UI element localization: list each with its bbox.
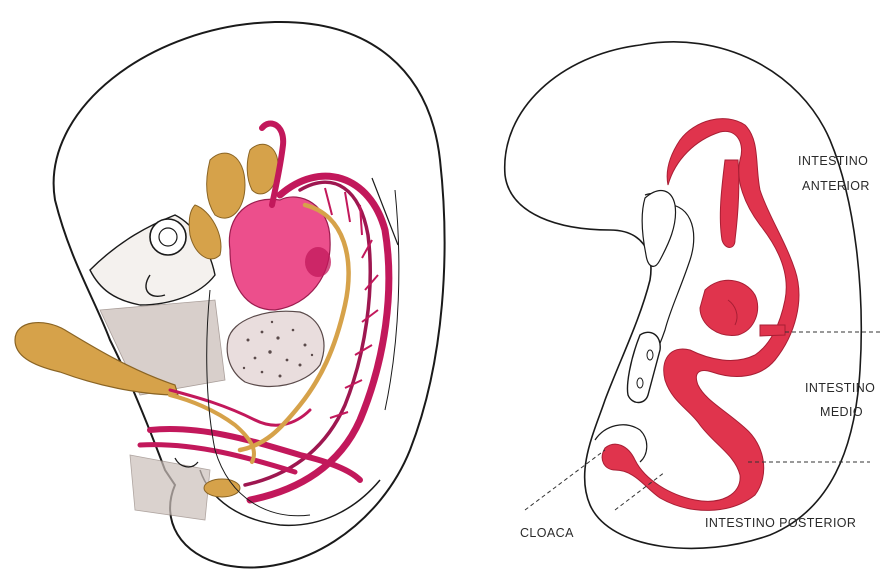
stomach-dilation xyxy=(700,280,758,335)
label-midgut-line1: INTESTINO xyxy=(805,381,875,395)
cloacal-region xyxy=(204,479,240,497)
label-hindgut: INTESTINO POSTERIOR xyxy=(705,516,856,530)
label-cloaca: CLOACA xyxy=(520,526,574,540)
vitelline-duct xyxy=(760,325,785,336)
label-midgut-line2: MEDIO xyxy=(820,405,863,419)
septum-transversum xyxy=(227,311,324,386)
embryo-lateral-view xyxy=(15,22,445,568)
label-foregut-line2: ANTERIOR xyxy=(802,179,870,193)
heart-chamber xyxy=(305,247,331,277)
gut-schematic: INTESTINO ANTERIOR INTESTINO MEDIO INTES… xyxy=(505,42,880,549)
otic-vesicle xyxy=(150,219,186,255)
label-foregut-line1: INTESTINO xyxy=(798,154,868,168)
schematic-body-outline xyxy=(505,42,862,549)
lung-bud xyxy=(720,160,738,248)
